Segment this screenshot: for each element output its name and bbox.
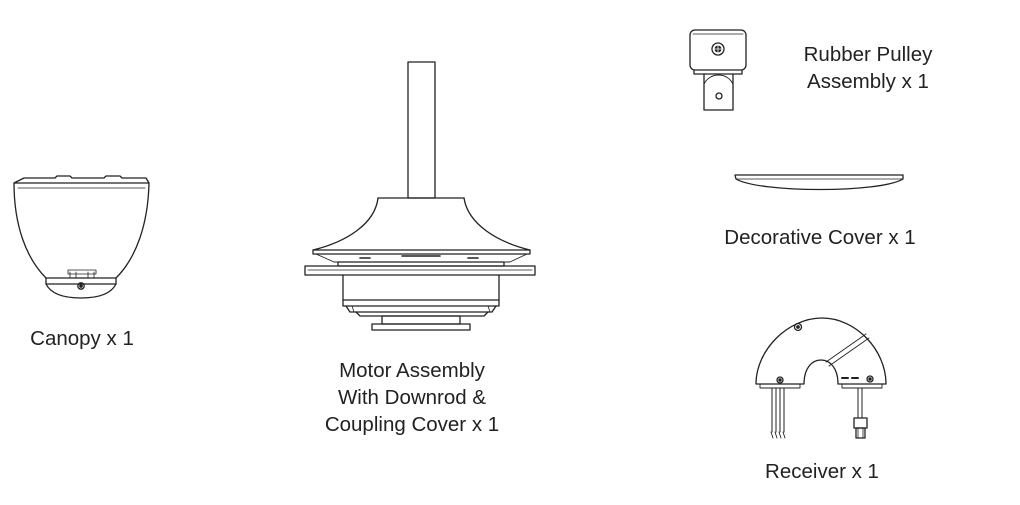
motor-assembly-drawing [304, 61, 536, 331]
decorative-cover-caption: Decorative Cover x 1 [700, 224, 940, 251]
canopy-drawing [13, 175, 150, 299]
motor-caption-line-3: Coupling Cover x 1 [324, 413, 500, 436]
rubber-pulley-drawing [689, 29, 747, 111]
receiver-caption: Receiver x 1 [740, 458, 904, 485]
pulley-caption-line-1: Rubber Pulley [803, 43, 933, 66]
canopy-caption: Canopy x 1 [10, 325, 154, 352]
pulley-caption-line-2: Assembly x 1 [807, 70, 929, 93]
canopy-caption-line: Canopy x 1 [30, 327, 134, 350]
decorative-cover-drawing [734, 174, 904, 191]
receiver-drawing [755, 317, 887, 439]
motor-caption-line-1: Motor Assembly [339, 359, 485, 382]
rubber-pulley-caption: Rubber Pulley Assembly x 1 [770, 41, 966, 95]
motor-caption-line-2: With Downrod & [337, 386, 487, 409]
cover-caption-line: Decorative Cover x 1 [724, 226, 916, 249]
receiver-caption-line: Receiver x 1 [765, 460, 879, 483]
motor-assembly-caption: Motor Assembly With Downrod & Coupling C… [300, 357, 524, 438]
